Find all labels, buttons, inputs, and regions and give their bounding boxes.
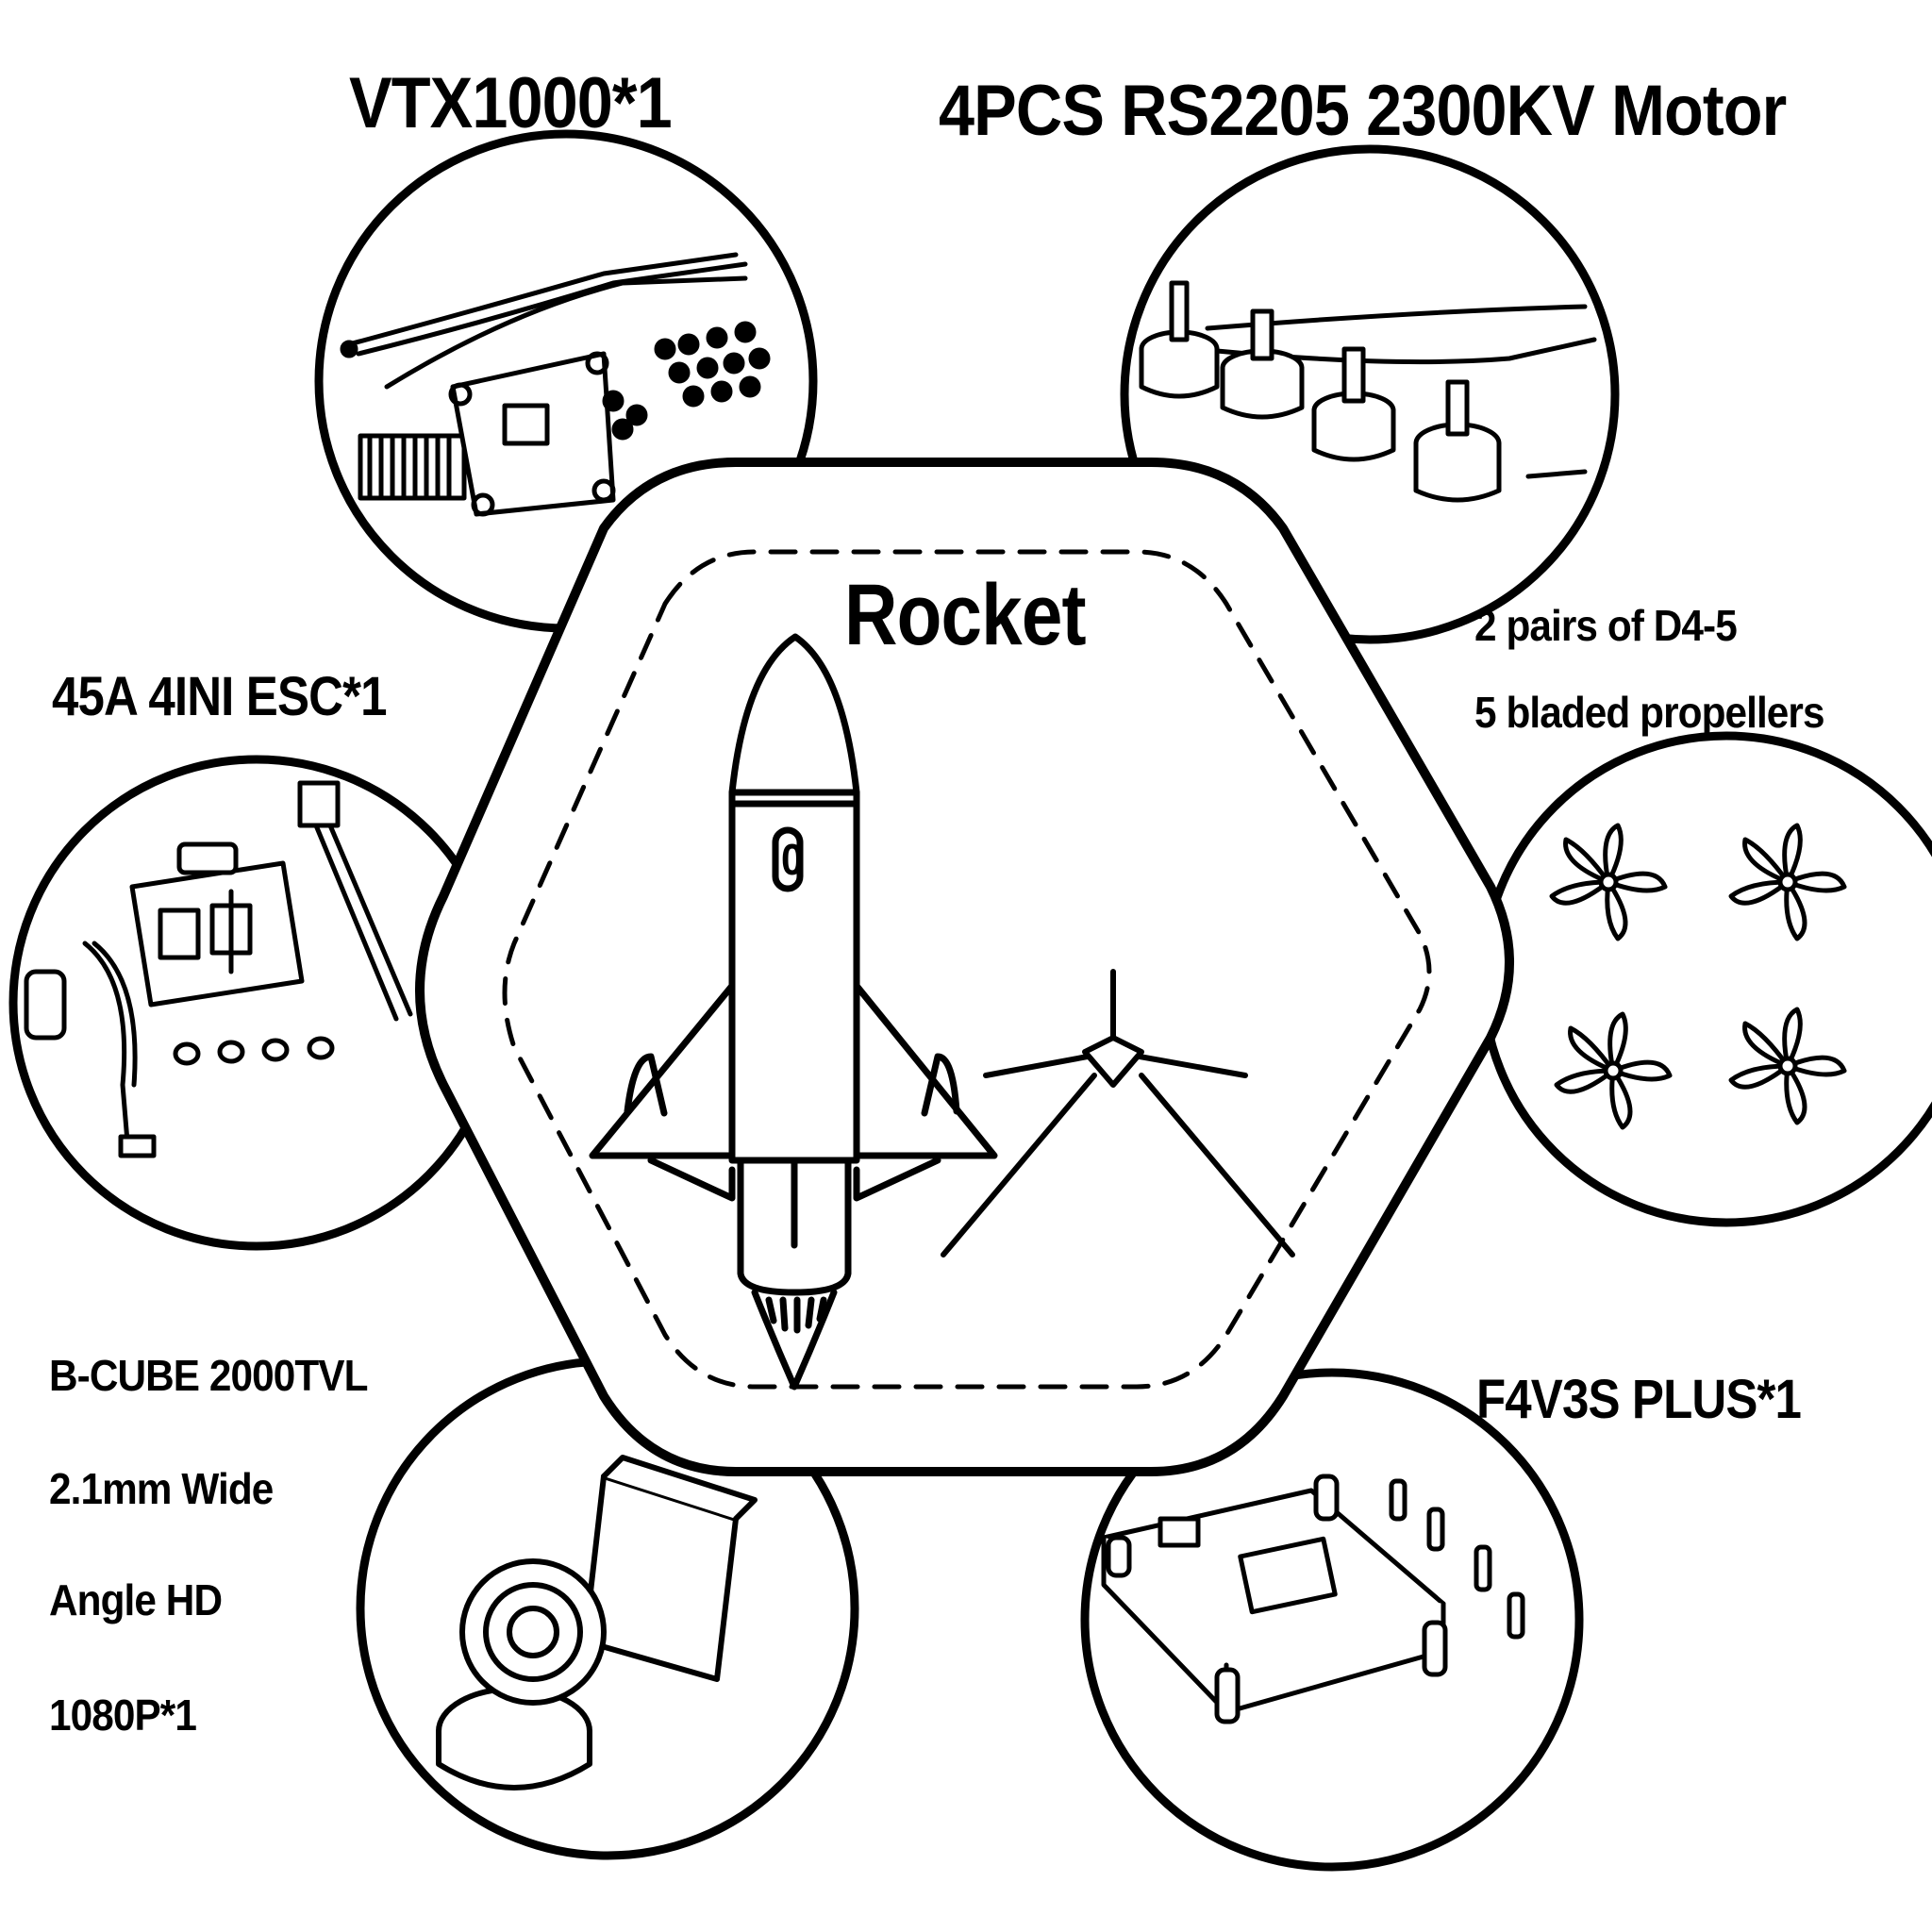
camera-label-line3: Angle HD (49, 1575, 223, 1624)
propeller-icon (1549, 823, 1847, 1130)
camera-label-line1: B-CUBE 2000TVL (49, 1351, 368, 1400)
rocket-badge-text: 0 (781, 835, 804, 884)
center-dashed-outline (502, 549, 1432, 1390)
esc-board-icon (24, 780, 413, 1158)
rocket-icon (589, 633, 998, 1391)
vtx-kit-icon (340, 252, 771, 517)
props-label-line2: 5 bladed propellers (1474, 688, 1824, 737)
esc-label: 45A 4INI ESC*1 (52, 666, 387, 727)
motor-icon (1139, 280, 1597, 503)
center-hexagon (415, 458, 1514, 1476)
props-label-line1: 2 pairs of D4-5 (1474, 601, 1738, 650)
fc-label: F4V3S PLUS*1 (1476, 1369, 1802, 1430)
flight-controller-icon (1101, 1474, 1525, 1724)
center-title: Rocket (844, 567, 1087, 663)
camera-label-line2: 2.1mm Wide (49, 1464, 274, 1513)
camera-label-line4: 1080P*1 (49, 1690, 197, 1740)
antenna-stand-icon (941, 969, 1295, 1257)
camera-icon (436, 1455, 758, 1790)
motor-label: 4PCS RS2205 2300KV Motor (939, 71, 1787, 151)
vtx-label: VTX1000*1 (349, 63, 673, 143)
propeller-circle (1478, 731, 1932, 1227)
